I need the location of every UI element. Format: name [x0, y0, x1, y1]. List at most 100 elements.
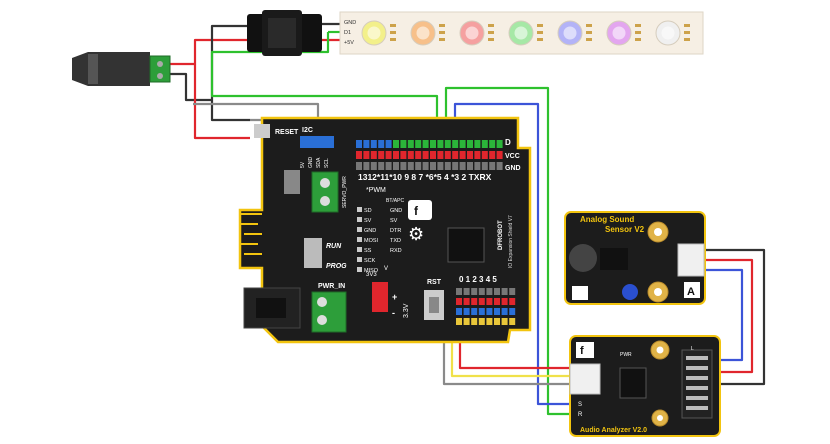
analog-header-pin [486, 288, 493, 295]
header-pin [489, 151, 496, 159]
header-pin [459, 162, 466, 170]
header-pin [489, 162, 496, 170]
analyzer-connector [569, 363, 601, 395]
analog-header-pin [509, 288, 516, 295]
header-pin [393, 162, 399, 170]
analyzer-pin [686, 406, 708, 410]
header-pin [452, 162, 459, 170]
led-3 [459, 20, 494, 46]
audio-analyzer: f PWR S R L Audio Analyzer V2.0 [569, 335, 721, 437]
analog-header-pin [463, 288, 470, 295]
inline-switch [247, 10, 322, 56]
strip-pin-d1: D1 [344, 30, 351, 36]
header-pin [481, 140, 488, 148]
pin-l: L [691, 346, 694, 352]
io-shield-label: IO Expansion Shield V7 [508, 215, 514, 268]
analog-header-pin [463, 308, 470, 315]
header-pin [467, 151, 473, 159]
pwr-label: PWR [620, 352, 632, 358]
io-expansion-board: RESET I2C D VCC GND 1312*11*10 9 8 7 *6*… [238, 116, 532, 344]
header-pin [496, 162, 503, 170]
minus-label: - [392, 308, 395, 318]
reset-label: RESET [275, 129, 299, 136]
analog-header-pin [509, 318, 516, 325]
header-pin [459, 140, 466, 148]
plus-label: + [392, 292, 397, 302]
analog-pin-numbers: 0 1 2 3 4 5 [459, 275, 497, 284]
svg-text:f: f [580, 345, 584, 357]
wire-red-jack [168, 38, 247, 66]
header-pin [407, 151, 414, 159]
header-pin [385, 162, 392, 170]
spi-pin-label: SS [364, 248, 372, 254]
header-pin [444, 151, 451, 159]
dc-power-jack [72, 52, 171, 86]
analog-header-pin [478, 298, 485, 305]
analog-header-pin [486, 298, 493, 305]
pwr-in-terminal [311, 291, 347, 333]
logo-glyph: f [414, 204, 419, 218]
header-pin [430, 151, 436, 159]
analog-header-pin [501, 318, 508, 325]
spi-pin-label: GND [364, 228, 376, 234]
potentiometer [622, 284, 638, 300]
header-pin [452, 140, 459, 148]
header-pin [393, 140, 399, 148]
led-row [361, 20, 690, 46]
i2c-pin-labels: 5V GND SDA SCL [300, 157, 330, 169]
analog-header-pin [471, 298, 478, 305]
analog-header-pin [456, 288, 462, 295]
analog-header-pin [471, 288, 478, 295]
spi-pin-label: SV [364, 218, 372, 224]
analog-header-pin [509, 298, 516, 305]
header-pin [422, 151, 429, 159]
led-5 [557, 20, 592, 46]
brand-label: DFROBOT [498, 220, 504, 250]
analog-header-pin [478, 318, 485, 325]
bt-header-label: BT/APC [386, 198, 404, 204]
reset-button-body [254, 124, 270, 138]
i2c-label: I2C [302, 127, 313, 134]
bt-pin-label: GND [390, 208, 402, 214]
led-1 [361, 20, 396, 46]
header-pin [363, 162, 370, 170]
svg-text:GND: GND [308, 157, 314, 169]
led-4 [508, 20, 543, 46]
header-pin [430, 162, 436, 170]
analyzer-pin [686, 386, 708, 390]
microphone-icon [569, 244, 597, 272]
analog-header-pin [501, 288, 508, 295]
header-pin [467, 162, 473, 170]
header-pin [474, 151, 481, 159]
wire-red-sensor [705, 258, 754, 374]
header-pin [452, 151, 459, 159]
led-strip: GND D1 +5V [339, 11, 704, 55]
bt-pin-label: SV [390, 218, 398, 224]
analog-headers [456, 288, 516, 325]
pwm-label: *PWM [366, 187, 386, 194]
analog-header-pin [456, 318, 462, 325]
analyzer-pin [686, 376, 708, 380]
analog-header-pin [456, 308, 462, 315]
sensor-chip [600, 248, 628, 270]
header-pin [363, 151, 370, 159]
header-pin [459, 151, 466, 159]
svg-text:A: A [687, 286, 695, 298]
header-pin [481, 162, 488, 170]
wire-black-power [210, 100, 250, 122]
header-pin [356, 151, 362, 159]
d-label: D [505, 138, 511, 147]
header-pin [444, 162, 451, 170]
gear-icon: ⚙ [408, 224, 424, 244]
header-pin [393, 151, 399, 159]
sensor-title-1: Analog Sound [580, 215, 634, 224]
analog-header-pin [478, 308, 485, 315]
analog-sound-sensor: Analog Sound Sensor V2 A [564, 211, 706, 305]
header-pin [356, 162, 362, 170]
header-pin [378, 162, 385, 170]
prog-label: PROG [326, 263, 347, 270]
analyzer-pin [686, 356, 708, 360]
analog-header-pin [471, 318, 478, 325]
